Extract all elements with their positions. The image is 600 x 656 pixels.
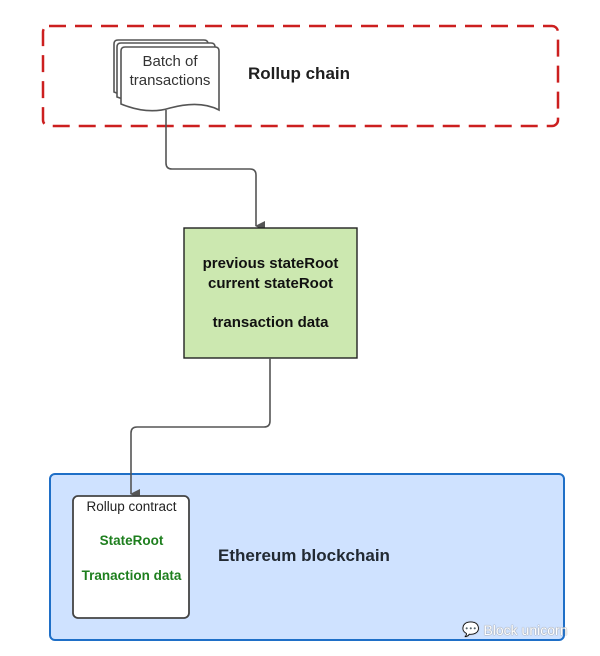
batch-of-transactions-shape <box>113 39 220 112</box>
rollup-chain-container <box>41 24 560 128</box>
connector-state-to-contract <box>130 358 271 499</box>
batch-label-line2: transactions <box>129 72 211 89</box>
connector-batch-to-state <box>165 110 265 231</box>
watermark: 💬 Block unicorn <box>462 621 567 638</box>
batch-of-transactions-label: Batch of transactions <box>122 52 218 90</box>
rollup-chain-title: Rollup chain <box>248 64 350 83</box>
transaction-data-label: transaction data <box>212 314 329 331</box>
contract-stateroot-label: StateRoot <box>99 533 164 548</box>
wechat-icon: 💬 <box>462 621 480 637</box>
batch-label-line1: Batch of <box>142 53 198 70</box>
contract-transaction-data-label: Tranaction data <box>81 568 182 583</box>
rollup-contract-title: Rollup contract <box>86 499 177 514</box>
rollup-contract-box <box>72 495 190 619</box>
current-stateroot-label: current stateRoot <box>207 275 334 292</box>
state-box-text: previous stateRoot current stateRoot tra… <box>184 254 357 333</box>
watermark-text: Block unicorn <box>483 621 568 638</box>
previous-stateroot-label: previous stateRoot <box>202 255 339 272</box>
ethereum-blockchain-title: Ethereum blockchain <box>218 546 390 565</box>
